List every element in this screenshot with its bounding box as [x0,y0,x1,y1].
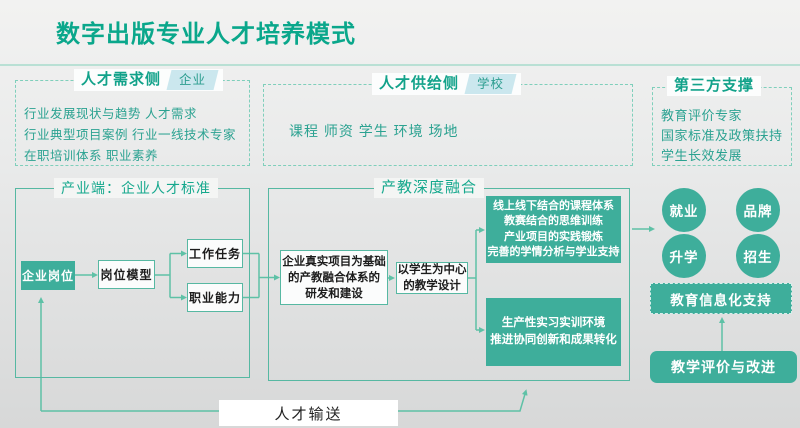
practice-environment-node: 生产性实习实训环境 推进协同创新和成果转化 [486,298,621,366]
talent-delivery-box: 人才输送 [219,400,398,426]
third-line: 国家标准及政策扶持 [661,128,783,143]
brand-circle: 品牌 [736,188,780,232]
teaching-evaluation-box: 教学评价与改进 [650,351,797,383]
demand-line: 在职培训体系 职业素养 [24,149,158,163]
section-third-party: 第三方支撑 教育评价专家 国家标准及政策扶持 学生长效发展 [652,76,792,166]
industry-container-label: 产业端：企业人才标准 [54,178,218,198]
vocational-ability-node: 职业能力 [187,283,243,312]
further-study-circle: 升学 [662,234,706,278]
demand-line: 行业发展现状与趋势 人才需求 [24,107,197,121]
informatization-support-box: 教育信息化支持 [650,283,792,314]
section-supply-label: 人才供给侧 [379,75,460,92]
student-centered-node: 以学生为中心 的教学设计 [396,262,468,294]
integration-container-label: 产教深度融合 [374,178,485,198]
enterprise-post-node: 企业岗位 [21,261,75,290]
demand-line: 行业典型项目案例 行业一线技术专家 [24,128,236,142]
enrollment-circle: 招生 [736,234,780,278]
section-demand-header: 人才需求侧 企业 [74,69,224,91]
third-line: 学生长效发展 [661,148,743,163]
section-third-body: 教育评价专家 国家标准及政策扶持 学生长效发展 [661,106,783,166]
section-talent-demand: 人才需求侧 企业 行业发展现状与趋势 人才需求 行业典型项目案例 行业一线技术专… [15,69,250,167]
supply-line: 课程 师资 学生 环境 场地 [289,123,459,139]
curriculum-system-node: 线上线下结合的课程体系 教赛结合的思维训练 产业项目的实践锻炼 完善的学情分析与… [486,196,621,263]
post-model-node: 岗位模型 [98,260,155,289]
enterprise-badge: 企业 [166,70,219,90]
integration-container: 产教深度融合 [268,178,630,381]
section-talent-supply: 人才供给侧 学校 课程 师资 学生 环境 场地 [263,73,633,166]
school-badge: 学校 [464,74,517,94]
industry-container: 产业端：企业人才标准 [15,178,250,378]
title-divider [0,64,800,66]
employment-circle: 就业 [662,188,706,232]
real-project-node: 企业真实项目为基础 的产教融合体系的 研发和建设 [280,250,388,305]
section-demand-body: 行业发展现状与趋势 人才需求 行业典型项目案例 行业一线技术专家 在职培训体系 … [24,104,236,167]
section-supply-body: 课程 师资 学生 环境 场地 [289,121,459,141]
third-line: 教育评价专家 [661,108,743,123]
page-title: 数字出版专业人才培养模式 [56,21,356,48]
section-third-label: 第三方支撑 [674,77,755,94]
section-supply-header: 人才供给侧 学校 [372,73,522,95]
section-third-header: 第三方支撑 [667,76,762,96]
work-task-node: 工作任务 [187,239,243,268]
section-demand-label: 人才需求侧 [81,71,162,88]
